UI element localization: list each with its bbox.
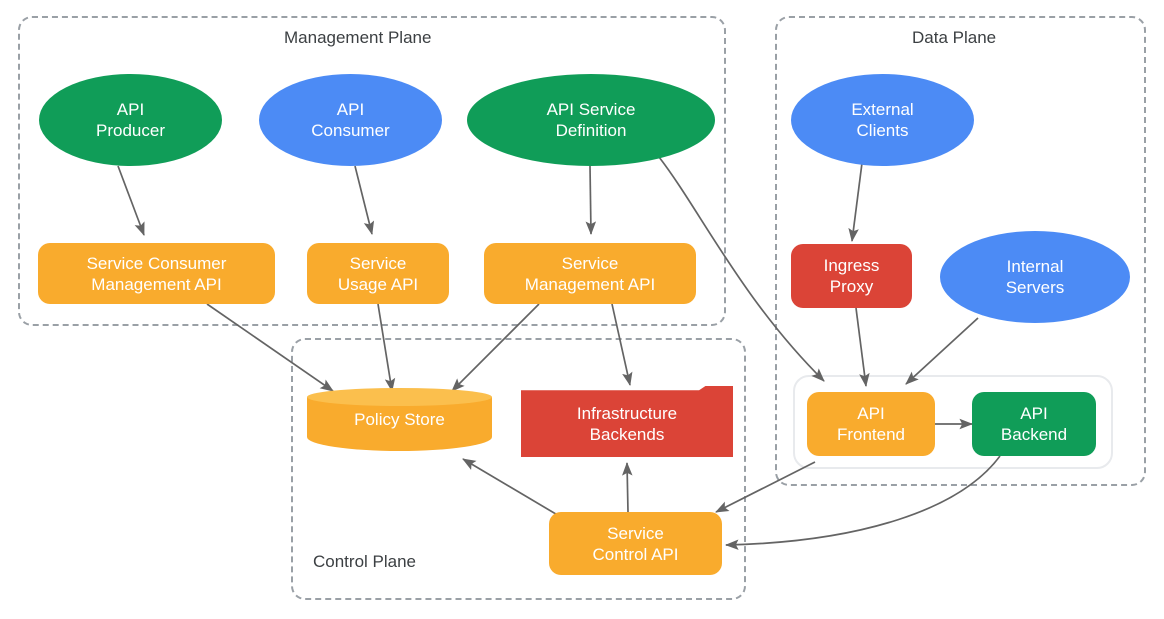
node-service-usage-api[interactable]: Service Usage API [307, 243, 449, 304]
policy-store-label: Policy Store [354, 410, 445, 429]
node-service-management-api[interactable]: Service Management API [484, 243, 696, 304]
policy-store-top [307, 388, 492, 406]
node-policy-store[interactable]: Policy Store [307, 388, 492, 451]
node-infrastructure-backends[interactable]: Infrastructure Backends [521, 386, 733, 457]
plane-data-label: Data Plane [912, 28, 997, 47]
node-api-frontend[interactable]: API Frontend [807, 392, 935, 456]
node-api-producer[interactable]: API Producer [39, 74, 222, 166]
node-api-backend[interactable]: API Backend [972, 392, 1096, 456]
node-api-consumer[interactable]: API Consumer [259, 74, 442, 166]
node-service-consumer-management-api[interactable]: Service Consumer Management API [38, 243, 275, 304]
node-ingress-proxy[interactable]: Ingress Proxy [791, 244, 912, 308]
plane-management-label: Management Plane [284, 28, 432, 47]
node-external-clients[interactable]: External Clients [791, 74, 974, 166]
node-service-control-api[interactable]: Service Control API [549, 512, 722, 575]
node-api-service-definition[interactable]: API Service Definition [467, 74, 715, 166]
infrastructure-backends-label: Infrastructure Backends [576, 404, 678, 444]
policy-store-body [307, 397, 492, 451]
plane-control-label: Control Plane [313, 552, 417, 571]
node-internal-servers[interactable]: Internal Servers [940, 231, 1130, 323]
infrastructure-backends-shape [521, 386, 733, 457]
